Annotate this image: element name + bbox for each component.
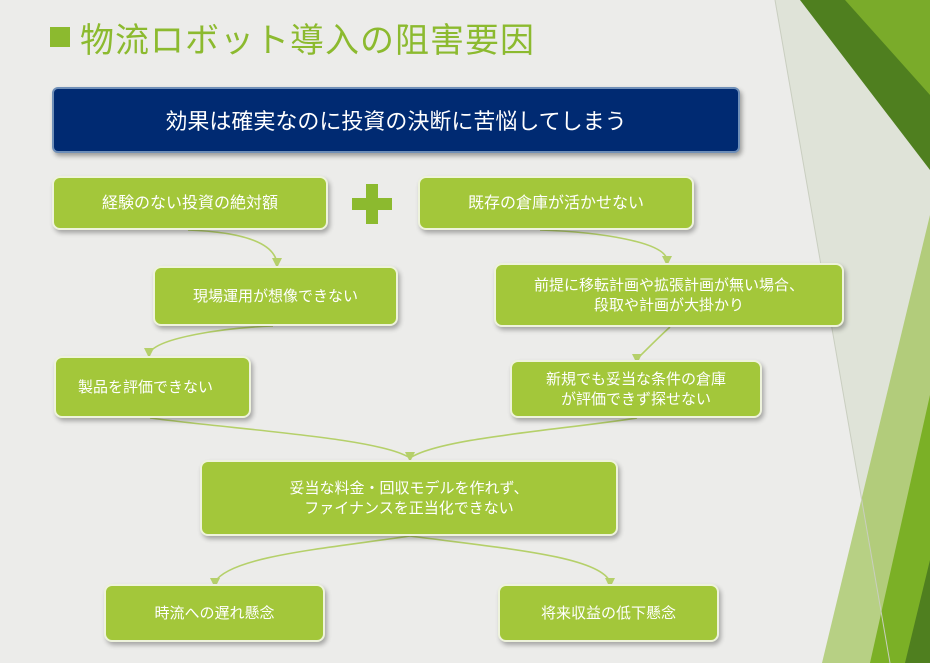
connector-pricing-to-falling	[214, 535, 411, 583]
box-no-plan: 前提に移転計画や拡張計画が無い場合、 段取や計画が大掛かり	[494, 263, 844, 327]
connector-operation-to-product	[149, 325, 274, 353]
arrowhead	[210, 578, 220, 588]
square-bullet-icon	[50, 27, 70, 47]
box-falling-behind: 時流への遅れ懸念	[104, 584, 325, 642]
arrowhead	[605, 578, 615, 588]
connector-new-to-pricing	[409, 417, 638, 459]
box-no-plan-line1: 前提に移転計画や拡張計画が無い場合、	[533, 275, 804, 294]
box-new-warehouse-line1: 新規でも妥当な条件の倉庫	[545, 369, 726, 388]
right-accent-mid	[870, 395, 930, 663]
slide-title-text: 物流ロボット導入の阻害要因	[80, 20, 535, 61]
arrowhead	[662, 256, 672, 266]
arrowhead	[405, 452, 415, 462]
panel-divider	[774, 0, 891, 663]
arrowhead	[632, 354, 642, 364]
box-cannot-evaluate-product: 製品を評価できない	[54, 356, 251, 418]
slide-title: 物流ロボット導入の阻害要因	[50, 12, 535, 62]
box-new-warehouse-line2: が評価できず探せない	[560, 390, 711, 408]
arrowhead	[272, 258, 282, 268]
box-pricing-line1: 妥当な料金・回収モデルを作れず、	[289, 478, 529, 497]
key-message-banner: 効果は確実なのに投資の決断に苦悩してしまう	[52, 87, 740, 153]
box-pricing-model: 妥当な料金・回収モデルを作れず、 ファイナンスを正当化できない	[200, 460, 618, 536]
connector-pricing-to-revenue	[409, 535, 611, 583]
box-existing-warehouse: 既存の倉庫が活かせない	[418, 176, 694, 230]
box-no-plan-line2: 段取や計画が大掛かり	[593, 296, 744, 314]
arrowhead	[144, 348, 154, 358]
plus-icon	[352, 184, 392, 224]
box-investment-amount: 経験のない投資の絶対額	[52, 176, 328, 230]
box-cannot-imagine-operation: 現場運用が想像できない	[153, 266, 398, 326]
connector-amount-to-operation	[187, 229, 278, 265]
connector-plan-to-new	[637, 326, 671, 359]
connector-warehouse-to-plan	[539, 229, 668, 261]
box-pricing-line2: ファイナンスを正当化できない	[304, 499, 514, 517]
connector-product-to-pricing	[149, 417, 411, 459]
box-future-revenue: 将来収益の低下懸念	[498, 584, 719, 642]
right-accent-top	[845, 0, 930, 95]
box-new-warehouse: 新規でも妥当な条件の倉庫 が評価できず探せない	[510, 360, 762, 418]
right-accent-bottom	[905, 560, 930, 663]
